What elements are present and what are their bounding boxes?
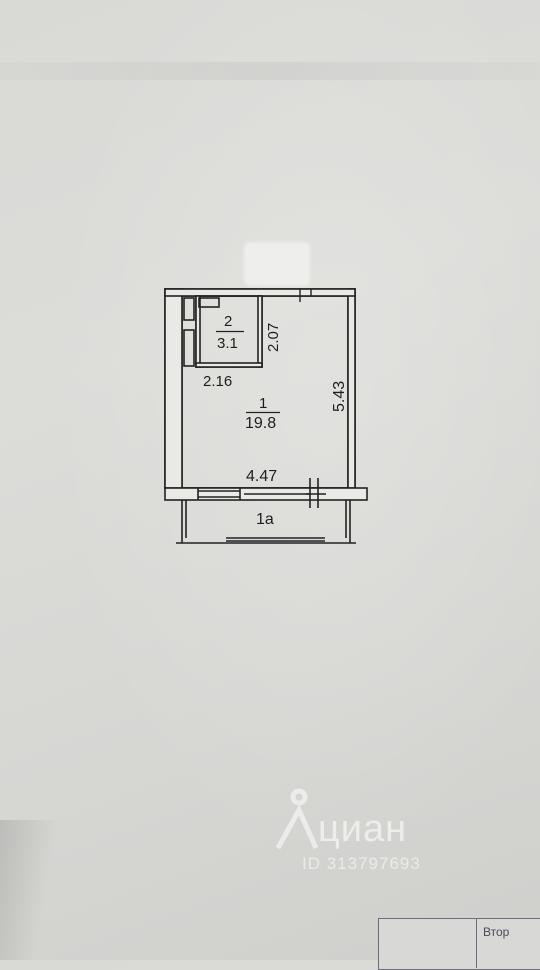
balcony-number: 1а [256, 511, 274, 528]
watermark-id: ID 313797693 [302, 854, 421, 873]
room-1-number: 1 [259, 395, 268, 412]
room-2-partition [183, 295, 263, 368]
title-block-cell [476, 918, 540, 968]
left-wall [164, 288, 183, 489]
room-2-area: 3.1 [217, 335, 238, 352]
room-1-fraction-line [246, 411, 280, 414]
room-1-area: 19.8 [245, 415, 277, 432]
window-wall [164, 478, 368, 508]
sink-fixture [198, 297, 220, 308]
wall-niche [183, 329, 195, 367]
top-wall [164, 288, 356, 297]
paper-fold-shadow [0, 820, 60, 960]
balcony [176, 500, 356, 544]
room-2-wall-bottom [195, 362, 263, 368]
watermark-brand: циан [318, 808, 408, 850]
room-2-fraction-line [216, 330, 244, 333]
outer-walls [164, 288, 356, 489]
cian-logo-icon [275, 788, 318, 850]
faded-header-line [0, 62, 540, 80]
window-wall-dimension: 4.47 [246, 468, 278, 485]
title-block-text: Втор [483, 925, 510, 939]
room-2-dimension: 2.07 [265, 322, 282, 352]
door-marks [299, 289, 312, 302]
room-2-number: 2 [224, 313, 233, 330]
room-1-length-dimension: 5.43 [331, 380, 348, 412]
right-wall [347, 288, 356, 489]
redacted-patch [244, 242, 310, 286]
vent-shaft [183, 297, 195, 321]
room-2-wall-right [257, 295, 263, 368]
room-1-width-dimension: 2.16 [203, 373, 233, 390]
